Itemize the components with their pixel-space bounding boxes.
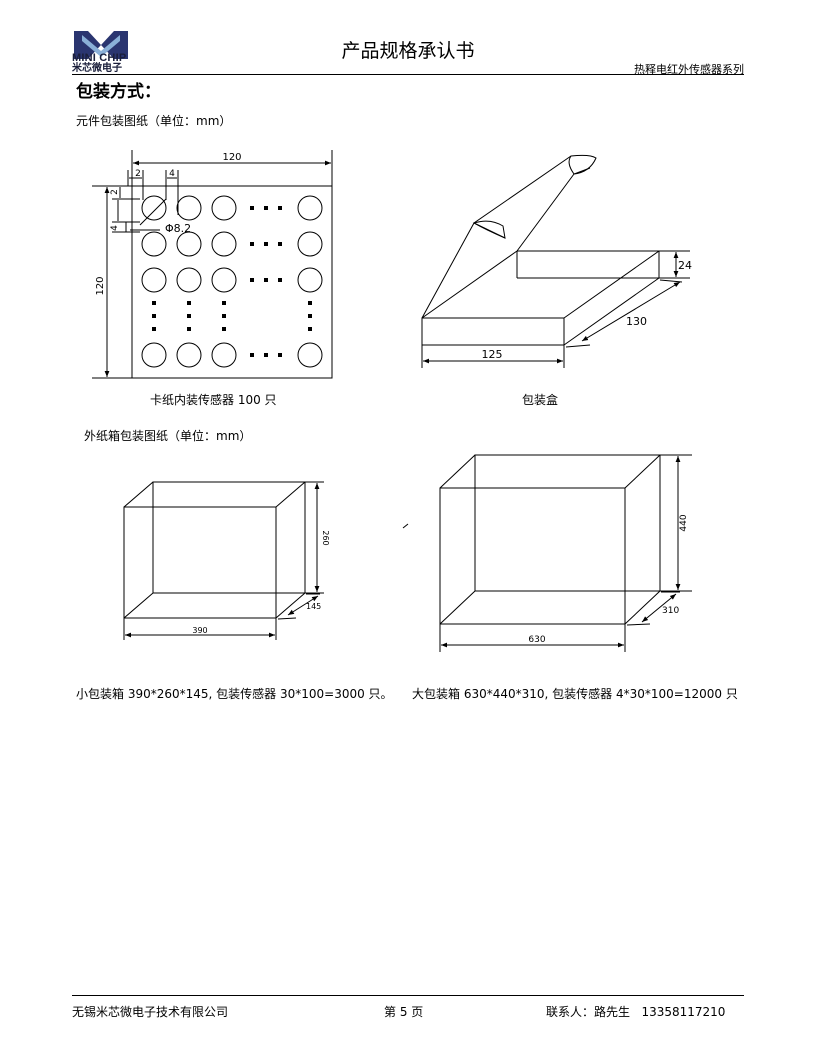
hole-leader — [139, 198, 167, 226]
logo-chinese-name: 米芯微电子 — [72, 63, 122, 74]
continuation-dot — [222, 301, 226, 305]
continuation-dot — [250, 353, 254, 357]
sensor-hole — [176, 342, 202, 368]
sensor-hole — [297, 267, 323, 293]
sensor-hole — [141, 267, 167, 293]
continuation-dot — [222, 314, 226, 318]
card-drawing — [92, 150, 333, 379]
small-carton-drawing — [123, 481, 324, 640]
small-carton-width-label: 390 — [192, 626, 207, 635]
header-divider — [72, 74, 744, 75]
continuation-dot — [222, 327, 226, 331]
sensor-hole — [176, 231, 202, 257]
sensor-hole — [141, 342, 167, 368]
document-title: 产品规格承认书 — [341, 40, 475, 62]
continuation-dots — [152, 206, 312, 357]
continuation-dot — [264, 353, 268, 357]
continuation-dot — [152, 314, 156, 318]
sensor-hole — [211, 267, 237, 293]
footer-divider — [72, 995, 744, 996]
card-outline — [131, 185, 333, 379]
sensor-holes — [141, 195, 323, 368]
continuation-dot — [278, 278, 282, 282]
sensor-hole — [141, 231, 167, 257]
section-title: 包装方式： — [76, 82, 161, 102]
large-carton-caption: 大包装箱 630*440*310, 包装传感器 4*30*100=12000 只 — [412, 687, 738, 701]
small-carton-height-label: 260 — [321, 530, 330, 545]
continuation-dot — [264, 206, 268, 210]
sensor-hole — [297, 231, 323, 257]
footer-page-number: 第 5 页 — [384, 1005, 424, 1019]
sensor-hole — [141, 195, 167, 221]
footer-contact: 联系人：路先生 13358117210 — [546, 1005, 726, 1019]
continuation-dot — [278, 353, 282, 357]
sensor-hole — [211, 195, 237, 221]
large-carton-back — [474, 454, 661, 592]
logo-text: MINI CHIP — [72, 52, 127, 64]
large-carton-height-label: 440 — [679, 514, 689, 531]
box-height-label: 24 — [678, 259, 692, 272]
sensor-hole — [176, 195, 202, 221]
continuation-dot — [250, 242, 254, 246]
hole-diameter-label: Φ8.2 — [165, 222, 191, 235]
box-caption: 包装盒 — [522, 393, 559, 407]
continuation-dot — [264, 242, 268, 246]
card-height-label: 120 — [95, 276, 106, 295]
spacing-label-4-top: 4 — [169, 169, 175, 179]
sensor-hole — [297, 195, 323, 221]
continuation-dot — [264, 278, 268, 282]
continuation-dot — [187, 301, 191, 305]
sensor-hole — [211, 231, 237, 257]
continuation-dot — [152, 327, 156, 331]
continuation-dot — [308, 301, 312, 305]
product-series: 热释电红外传感器系列 — [634, 63, 744, 76]
large-carton-width-label: 630 — [528, 635, 545, 645]
spacing-label-2: 2 — [135, 169, 141, 179]
carton-packaging-heading: 外纸箱包装图纸（单位：mm） — [84, 429, 252, 443]
sensor-hole — [297, 342, 323, 368]
large-carton-depth-label: 310 — [662, 606, 679, 616]
continuation-dot — [152, 301, 156, 305]
sensor-hole — [176, 267, 202, 293]
continuation-dot — [278, 206, 282, 210]
footer-company: 无锡米芯微电子技术有限公司 — [72, 1005, 229, 1019]
packaging-box-drawing — [421, 154, 690, 368]
spacing-label-2-side: 2 — [110, 189, 120, 195]
box-depth-label: 130 — [626, 315, 647, 328]
card-caption: 卡纸内装传感器 100 只 — [150, 393, 277, 407]
continuation-dot — [278, 242, 282, 246]
component-packaging-heading: 元件包装图纸（单位：mm） — [76, 114, 232, 128]
box-width-label: 125 — [482, 348, 503, 361]
card-width-label: 120 — [222, 152, 241, 163]
box-front-face — [421, 317, 565, 346]
large-carton-front — [439, 487, 626, 625]
small-carton-depth-label: 145 — [306, 602, 321, 611]
continuation-dot — [308, 327, 312, 331]
small-carton-back — [152, 481, 306, 594]
small-carton-caption: 小包装箱 390*260*145, 包装传感器 30*100=3000 只。 — [76, 687, 393, 701]
continuation-dot — [250, 206, 254, 210]
continuation-dot — [187, 327, 191, 331]
continuation-dot — [250, 278, 254, 282]
company-logo — [74, 31, 128, 59]
spacing-label-4-side: 4 — [110, 225, 120, 231]
large-carton-drawing — [402, 454, 692, 652]
small-carton-front — [123, 506, 277, 619]
continuation-dot — [187, 314, 191, 318]
continuation-dot — [308, 314, 312, 318]
sensor-hole — [211, 342, 237, 368]
box-depth-dimension — [581, 281, 681, 342]
